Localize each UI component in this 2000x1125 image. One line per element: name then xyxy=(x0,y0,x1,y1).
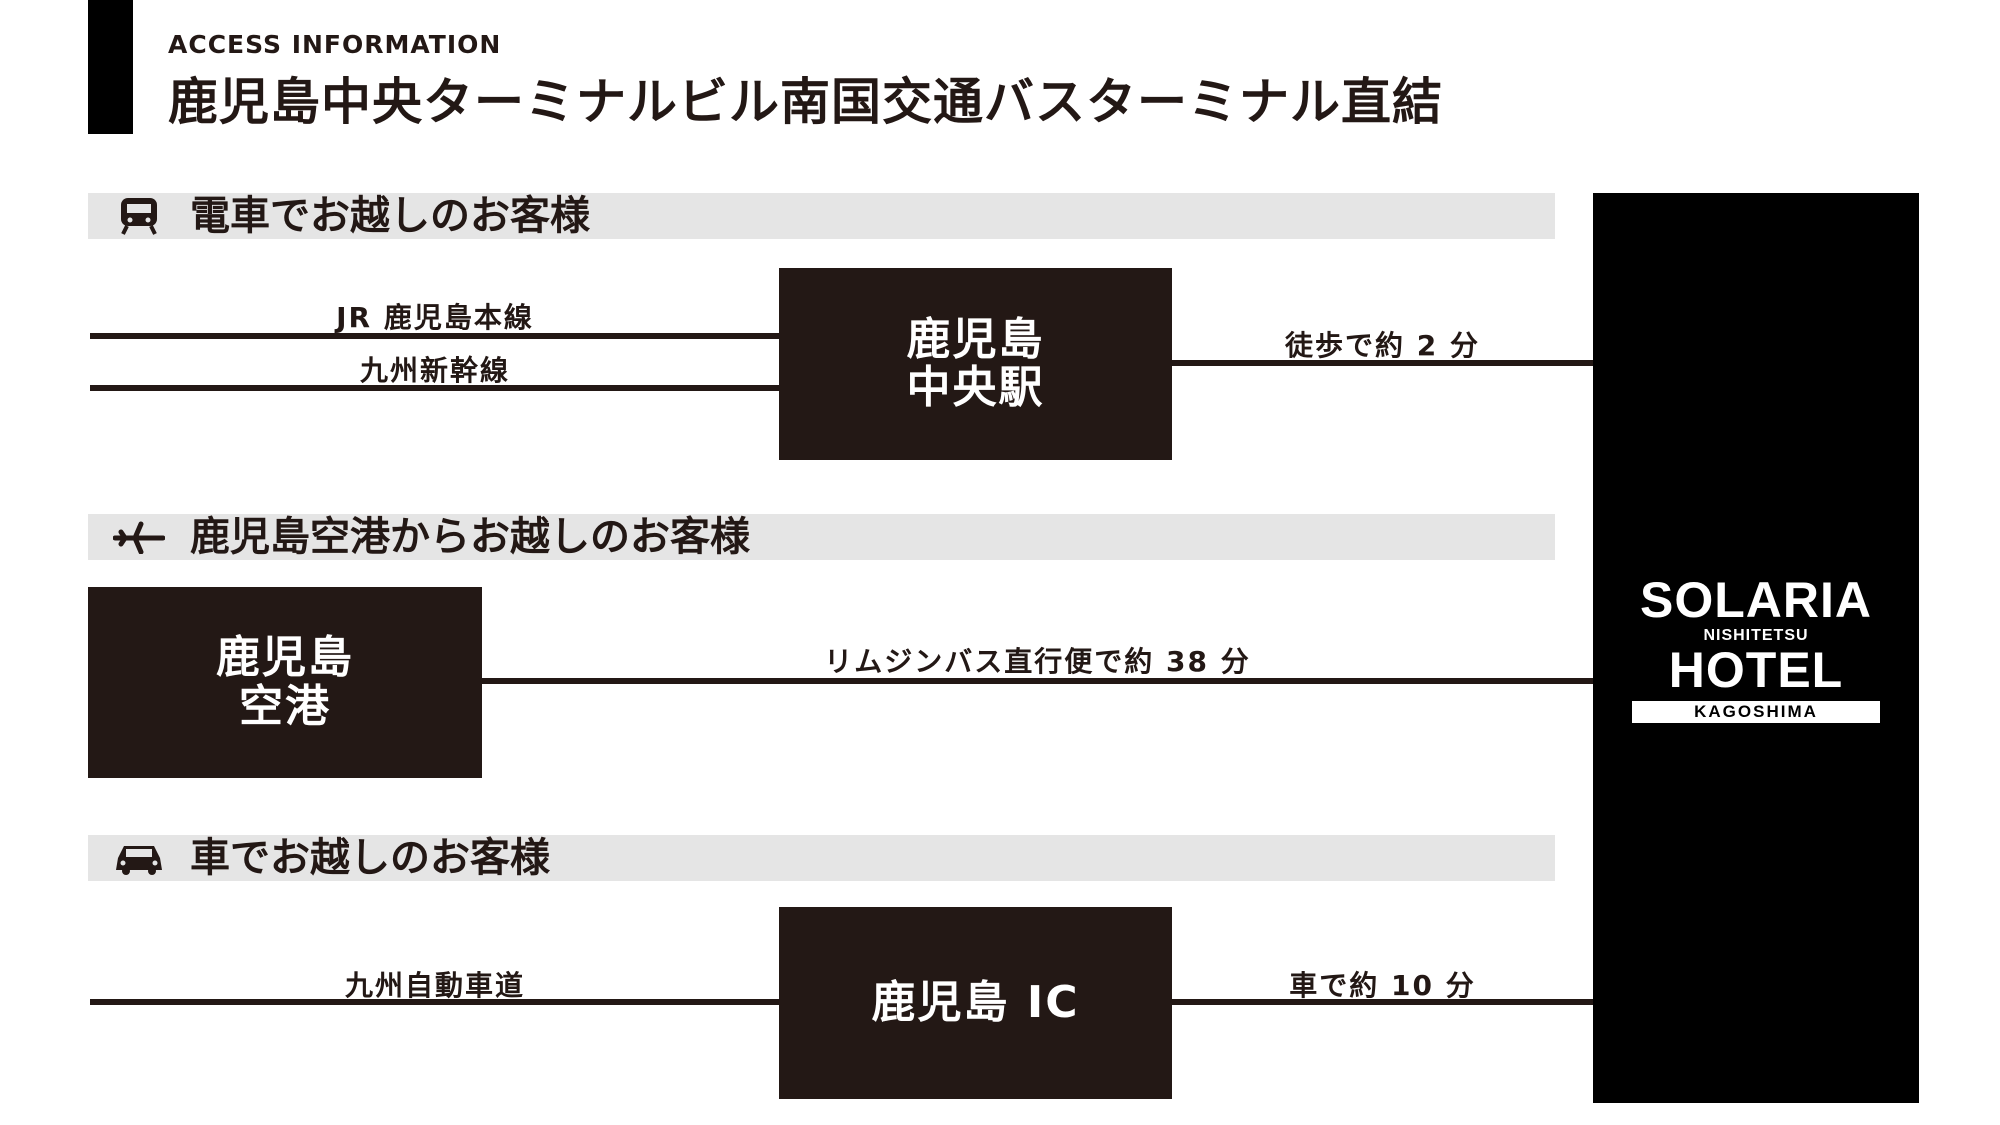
section-header-train xyxy=(88,193,1555,239)
airport-to-hotel-line xyxy=(482,678,1593,684)
car-icon xyxy=(112,835,166,881)
station-to-hotel-line xyxy=(1172,360,1593,366)
jr-line-label: JR 鹿児島本線 xyxy=(336,301,534,334)
station-name: 鹿児島 中央駅 xyxy=(906,313,1045,413)
logo-hotel-text: HOTEL xyxy=(1668,642,1844,698)
shinkansen-line-label: 九州新幹線 xyxy=(359,354,510,387)
train-icon xyxy=(112,193,166,239)
kagoshima-airport-node: 鹿児島 空港 xyxy=(88,587,482,778)
hotel-destination xyxy=(1593,193,1919,1103)
section-title-car: 車でお越しのお客様 xyxy=(190,835,550,881)
section-header-airport xyxy=(88,514,1555,560)
eyebrow-label: ACCESS INFORMATION xyxy=(168,30,502,59)
expressway-line xyxy=(90,999,780,1005)
shinkansen-line xyxy=(90,385,780,391)
ic-name: 鹿児島 IC xyxy=(871,976,1080,1028)
ic-to-hotel-line xyxy=(1172,999,1593,1005)
drive-time-label: 車で約 10 分 xyxy=(1289,969,1476,1002)
section-header-car xyxy=(88,835,1555,881)
expressway-label: 九州自動車道 xyxy=(344,969,525,1002)
logo-solaria-text: SOLARIA xyxy=(1640,572,1872,628)
kagoshima-ic-node: 鹿児島 IC xyxy=(779,907,1172,1099)
logo-kagoshima-text: KAGOSHIMA xyxy=(1632,701,1880,723)
kagoshima-chuo-station-node: 鹿児島 中央駅 xyxy=(779,268,1172,460)
walk-time-label: 徒歩で約 2 分 xyxy=(1285,329,1480,362)
airport-name: 鹿児島 空港 xyxy=(216,632,354,732)
jr-line xyxy=(90,333,780,339)
section-title-airport: 鹿児島空港からお越しのお客様 xyxy=(190,514,750,560)
section-title-train: 電車でお越しのお客様 xyxy=(190,193,590,239)
title-accent-bar xyxy=(88,0,133,134)
hotel-logo: SOLARIA NISHITETSU HOTEL KAGOSHIMA xyxy=(1625,575,1887,723)
airplane-icon xyxy=(112,514,166,560)
page-title: 鹿児島中央ターミナルビル南国交通バスターミナル直結 xyxy=(168,73,1443,131)
logo-nishitetsu-text: NISHITETSU xyxy=(1703,627,1809,644)
bus-time-label: リムジンバス直行便で約 38 分 xyxy=(824,645,1251,678)
